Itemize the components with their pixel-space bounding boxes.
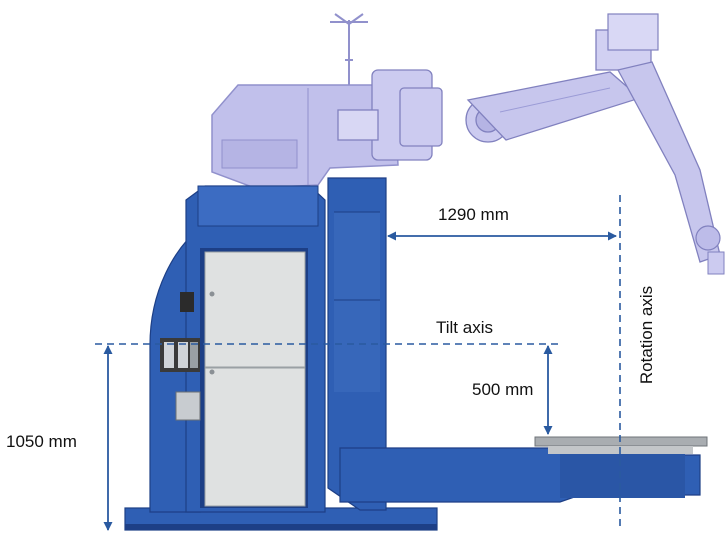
base-height-label: 1050 mm <box>6 432 77 451</box>
tilt-height-label: 500 mm <box>472 380 534 399</box>
robot-torch-mast <box>330 13 368 88</box>
control-cabinet <box>200 248 308 508</box>
tilt-axis-label: Tilt axis <box>436 318 493 337</box>
rotary-table-top <box>534 436 708 447</box>
rotation-axis-label: Rotation axis <box>637 285 656 385</box>
positioner <box>124 177 708 531</box>
robot-arm-ghost <box>211 13 725 275</box>
cabinet-door-upper <box>204 251 306 368</box>
cabinet-door-lower <box>204 367 306 507</box>
junction-box <box>175 391 201 421</box>
offset-label: 1290 mm <box>438 205 509 224</box>
robot-body-panel <box>221 139 298 169</box>
dimension-lines <box>95 195 621 531</box>
